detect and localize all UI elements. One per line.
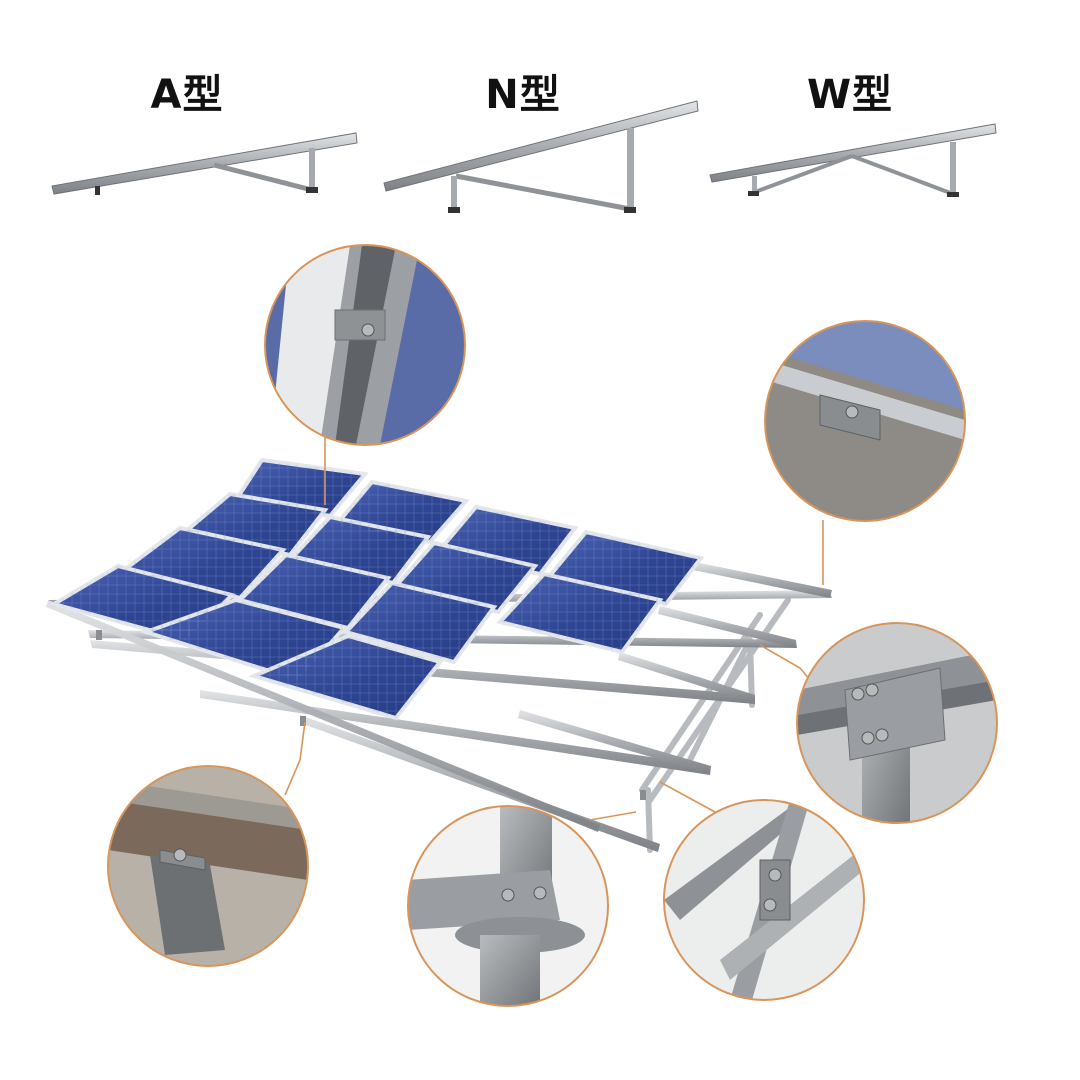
- post-detail-icon: [407, 805, 609, 1007]
- clamp-detail-icon: [107, 765, 309, 967]
- a-type-label: A型: [150, 72, 224, 118]
- solar-array-icon: [46, 457, 832, 853]
- clamp-detail-icon: [264, 244, 466, 446]
- n-type-label: N型: [485, 72, 561, 118]
- w-type-bracket-icon: [709, 123, 997, 197]
- callout-lines: [284, 437, 824, 821]
- n-type-bracket-icon: [383, 100, 699, 213]
- clamp-detail-icon: [764, 320, 966, 522]
- joint-detail-icon: [796, 622, 998, 824]
- a-type-bracket-icon: [51, 132, 358, 195]
- joint-detail-icon: [663, 799, 865, 1001]
- w-type-label: W型: [806, 72, 894, 118]
